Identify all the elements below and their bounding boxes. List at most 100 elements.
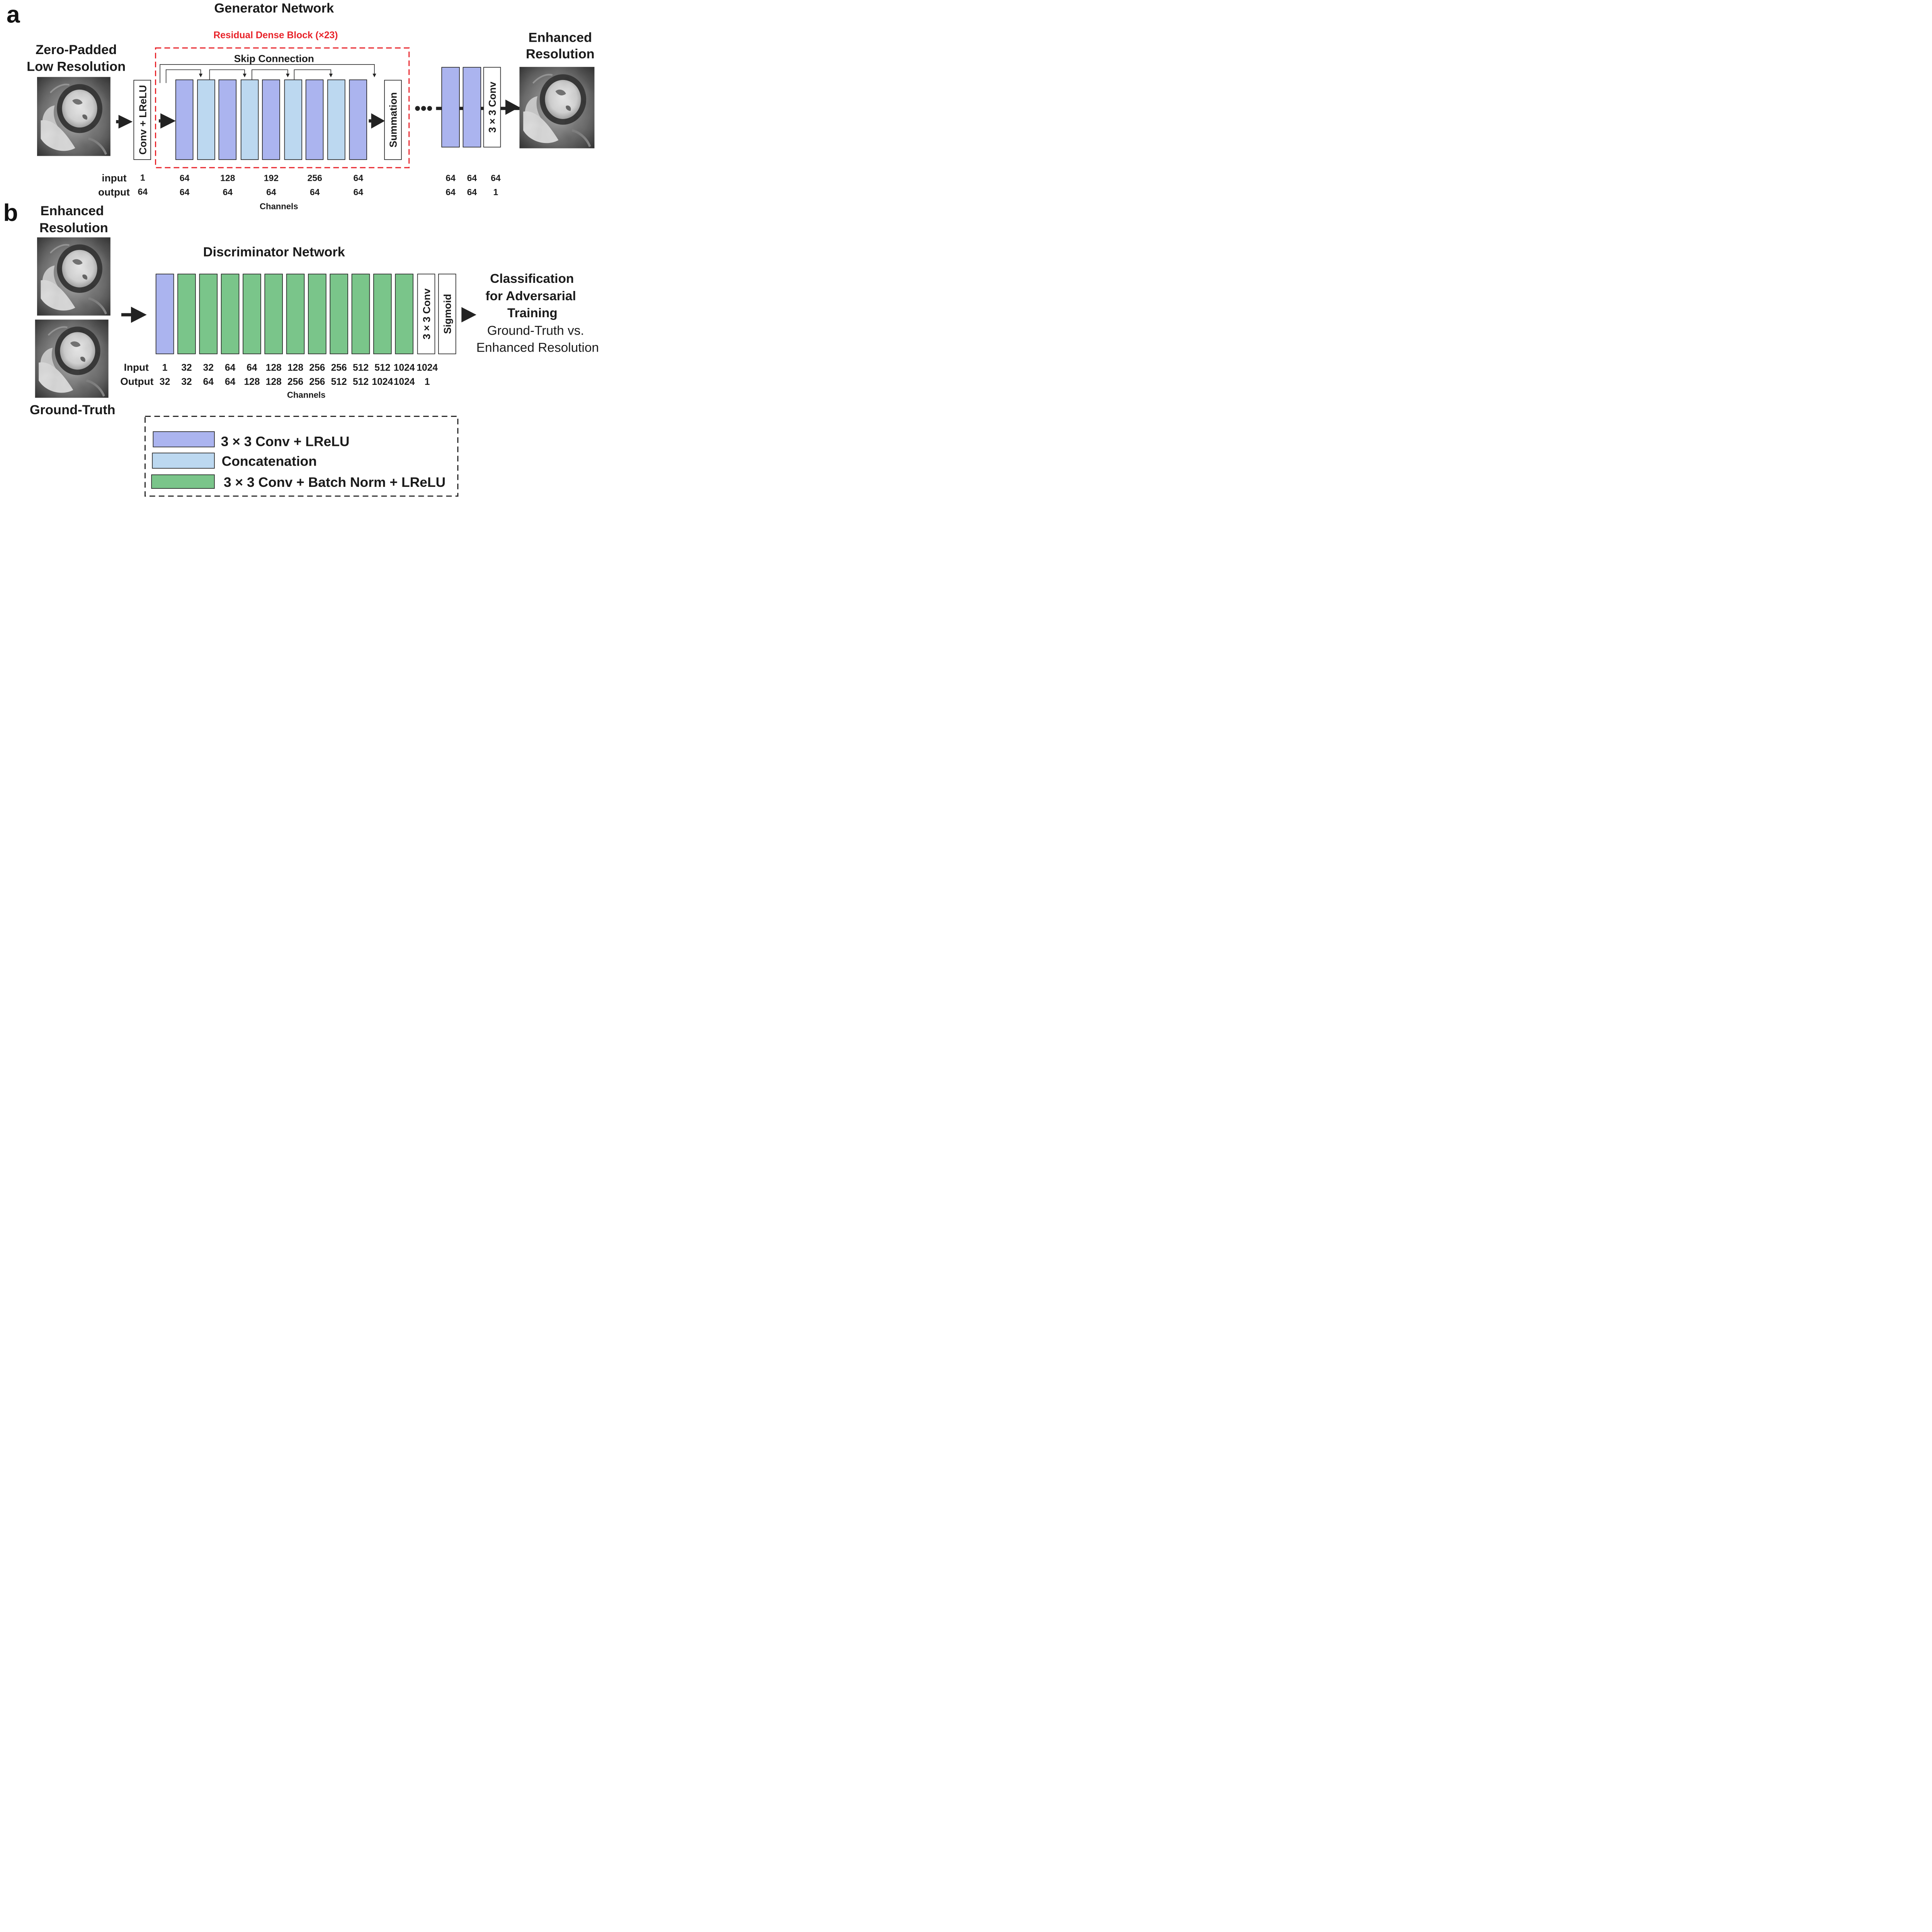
disc-bn-block-8 bbox=[330, 274, 348, 354]
rdb-conv-block-1 bbox=[175, 79, 194, 160]
disc-bn-block-3 bbox=[221, 274, 240, 354]
rdb-concat-block-4 bbox=[327, 79, 345, 160]
input-label-line-1: Zero-Padded bbox=[36, 43, 117, 57]
enhanced-resolution-disc-image bbox=[37, 237, 111, 315]
panel-a-letter: a bbox=[7, 1, 20, 28]
output-label-line-1: Enhanced bbox=[529, 30, 592, 45]
summation-block: Summation bbox=[384, 80, 402, 160]
generator-title: Generator Network bbox=[214, 1, 334, 15]
disc-out-5: 128 bbox=[244, 377, 260, 387]
arrow-to-classification bbox=[461, 307, 476, 323]
arrow-to-summation bbox=[369, 113, 385, 129]
rdb-conv-block-2 bbox=[218, 79, 237, 160]
disc-out-12: 1024 bbox=[394, 377, 415, 387]
disc-3x3-conv-label: 3 × 3 Conv bbox=[421, 288, 432, 340]
gen-in-2: 64 bbox=[180, 173, 190, 183]
legend-swatch-concatenation bbox=[152, 452, 215, 469]
classification-sub-line-1: Ground-Truth vs. bbox=[487, 324, 584, 338]
gen-out-4: 64 bbox=[266, 187, 276, 197]
gen-out-5: 64 bbox=[310, 187, 320, 197]
disc-in-12: 1024 bbox=[394, 363, 415, 373]
skip-connection-label: Skip Connection bbox=[234, 53, 314, 65]
classification-title-line-1: Classification bbox=[490, 272, 574, 286]
disc-in-7: 128 bbox=[287, 363, 303, 373]
ground-truth-label: Ground-Truth bbox=[30, 403, 116, 417]
conv-lrelu-block: Conv + LReLU bbox=[133, 80, 151, 160]
disc-out-7: 256 bbox=[287, 377, 303, 387]
rdb-title: Residual Dense Block (×23) bbox=[213, 30, 338, 41]
legend-item-conv-bn-lrelu: 3 × 3 Conv + Batch Norm + LReLU bbox=[151, 474, 446, 490]
gen-out-9: 1 bbox=[493, 187, 498, 197]
discriminator-blocks bbox=[155, 274, 413, 354]
classification-title-line-3: Training bbox=[507, 306, 558, 320]
legend-label-conv-bn-lrelu: 3 × 3 Conv + Batch Norm + LReLU bbox=[224, 474, 446, 490]
gen-out-7: 64 bbox=[446, 187, 456, 197]
legend-label-conv-lrelu: 3 × 3 Conv + LReLU bbox=[221, 434, 350, 449]
disc-out-1: 32 bbox=[160, 377, 170, 387]
legend: 3 × 3 Conv + LReLU Concatenation 3 × 3 C… bbox=[151, 431, 446, 490]
figure: a Generator Network Zero-Padded Low Reso… bbox=[0, 0, 605, 497]
rdb-conv-block-5 bbox=[349, 79, 367, 160]
disc-bn-block-9 bbox=[351, 274, 370, 354]
rdb-concat-block-3 bbox=[284, 79, 303, 160]
arrow-input-to-conv bbox=[116, 115, 133, 129]
disc-in-9: 256 bbox=[331, 363, 347, 373]
arrow-to-output bbox=[505, 99, 520, 115]
architecture-diagram: a Generator Network Zero-Padded Low Reso… bbox=[3, 1, 599, 497]
gen-in-1: 1 bbox=[140, 172, 145, 182]
rdb-concat-block-2 bbox=[240, 79, 259, 160]
gen-in-7: 64 bbox=[446, 173, 456, 183]
continuation-dots bbox=[415, 106, 571, 111]
sigmoid-label: Sigmoid bbox=[442, 294, 453, 334]
disc-in-2: 32 bbox=[181, 363, 192, 373]
disc-out-4: 64 bbox=[225, 377, 236, 387]
gen-in-4: 192 bbox=[264, 173, 279, 183]
disc-bn-block-7 bbox=[308, 274, 327, 354]
discriminator-channel-inputs: 1 32 32 64 64 128 128 256 256 512 512 10… bbox=[162, 363, 438, 373]
discriminator-channels-label: Channels bbox=[287, 390, 326, 400]
generator-channel-inputs: 1 64 128 192 256 64 64 64 64 bbox=[140, 172, 501, 183]
gen-in-9: 64 bbox=[491, 173, 501, 183]
disc-bn-block-11 bbox=[395, 274, 413, 354]
gen-out-1: 64 bbox=[138, 187, 148, 197]
disc-3x3-conv-block: 3 × 3 Conv bbox=[417, 274, 435, 354]
disc-in-13: 1024 bbox=[417, 363, 438, 373]
disc-out-2: 32 bbox=[181, 377, 192, 387]
summation-label: Summation bbox=[387, 92, 399, 148]
disc-in-4: 64 bbox=[225, 363, 236, 373]
generator-channels-label: Channels bbox=[260, 201, 298, 211]
disc-input-label-line-1: Enhanced bbox=[40, 204, 104, 218]
gen-in-8: 64 bbox=[467, 173, 477, 183]
row-input-label: input bbox=[102, 172, 126, 184]
legend-frame bbox=[145, 415, 459, 497]
classification-title-line-2: for Adversarial bbox=[486, 289, 576, 303]
disc-bn-block-4 bbox=[243, 274, 261, 354]
disc-bn-block-5 bbox=[264, 274, 283, 354]
disc-out-10: 512 bbox=[353, 377, 369, 387]
final-conv-block-2 bbox=[463, 67, 481, 148]
legend-swatch-conv-bn-lrelu bbox=[151, 474, 215, 489]
skip-connection-lines bbox=[160, 64, 376, 83]
disc-out-9: 512 bbox=[331, 377, 347, 387]
gen-out-2: 64 bbox=[180, 187, 190, 197]
low-resolution-input-image bbox=[37, 77, 111, 156]
input-label-line-2: Low Resolution bbox=[27, 60, 126, 74]
discriminator-title: Discriminator Network bbox=[203, 245, 345, 259]
disc-out-3: 64 bbox=[203, 377, 214, 387]
rdb-conv-block-4 bbox=[305, 79, 324, 160]
output-label-line-2: Resolution bbox=[526, 47, 595, 61]
disc-out-13: 1 bbox=[425, 377, 430, 387]
row-output-label: output bbox=[98, 186, 130, 198]
rdb-conv-block-3 bbox=[262, 79, 280, 160]
gen-in-3: 128 bbox=[220, 173, 235, 183]
discriminator-channel-outputs: 32 32 64 64 128 128 256 256 512 512 1024… bbox=[160, 377, 430, 387]
disc-row-input-label: Input bbox=[124, 362, 149, 373]
legend-swatch-conv-lrelu bbox=[153, 431, 215, 447]
disc-in-11: 512 bbox=[374, 363, 390, 373]
disc-in-6: 128 bbox=[266, 363, 282, 373]
classification-sub-line-2: Enhanced Resolution bbox=[476, 341, 599, 355]
final-3x3-conv-block: 3 × 3 Conv bbox=[483, 67, 501, 148]
enhanced-resolution-output-image bbox=[519, 67, 594, 148]
rdb-blocks bbox=[175, 79, 367, 160]
ground-truth-image bbox=[35, 320, 109, 398]
